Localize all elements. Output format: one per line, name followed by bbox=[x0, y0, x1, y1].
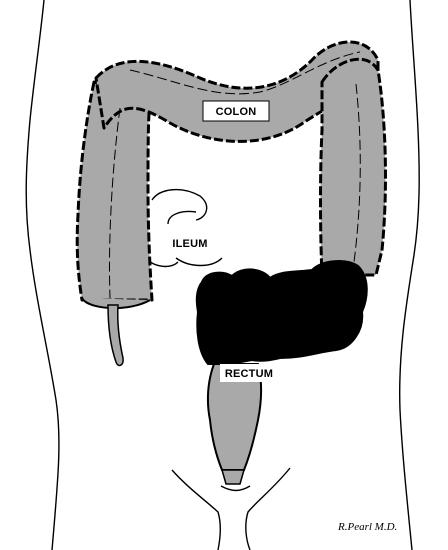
sigmoid-diseased bbox=[197, 261, 367, 364]
label-colon-text: COLON bbox=[216, 106, 257, 118]
groin-right-line bbox=[246, 468, 290, 550]
appendix bbox=[108, 305, 123, 365]
label-ileum-text: ILEUM bbox=[172, 238, 207, 250]
artist-signature: R.Pearl M.D. bbox=[337, 521, 397, 533]
ileum-loop bbox=[168, 212, 196, 225]
ileum-loop bbox=[176, 258, 222, 266]
thigh-crease bbox=[221, 486, 250, 491]
label-rectum-text: RECTUM bbox=[225, 368, 273, 380]
descending-colon bbox=[321, 59, 386, 275]
ileum-loop bbox=[152, 190, 207, 220]
diseased-region bbox=[197, 261, 367, 364]
body-right-contour bbox=[400, 0, 420, 550]
label-colon: COLON bbox=[203, 101, 269, 121]
ileum bbox=[150, 190, 222, 267]
label-ileum: ILEUM bbox=[160, 233, 220, 253]
label-rectum: RECTUM bbox=[220, 364, 278, 382]
ileum-loop bbox=[150, 262, 178, 267]
groin-left-line bbox=[172, 470, 220, 550]
anal-canal bbox=[222, 470, 244, 484]
body-left-contour bbox=[26, 0, 59, 550]
